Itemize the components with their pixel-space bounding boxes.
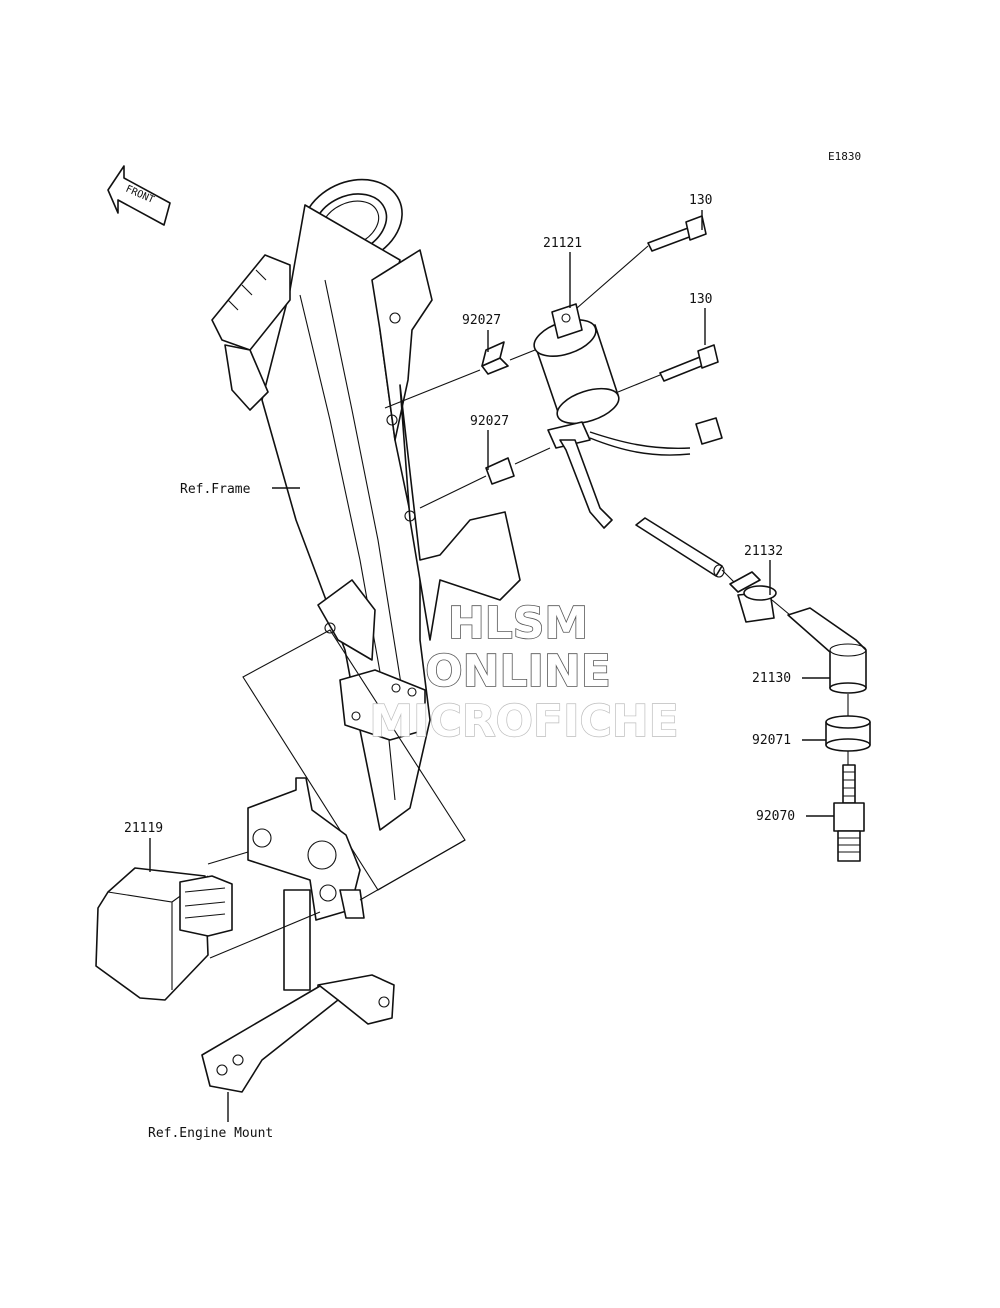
engine-mount-drawing xyxy=(201,777,395,1093)
ignition-coil-drawing xyxy=(533,303,725,578)
bolt-upper-drawing xyxy=(647,215,707,252)
spacer-lower-drawing xyxy=(485,457,515,485)
watermark-line-3: MICROFICHE xyxy=(369,696,678,747)
front-arrow-icon: FRONT xyxy=(107,165,171,226)
spark-plug-drawing xyxy=(833,764,865,862)
label-washer: 92071 xyxy=(752,733,791,748)
label-bolt-lower: 130 xyxy=(689,292,712,307)
cdi-unit-drawing xyxy=(95,867,233,1001)
spacer-upper-drawing xyxy=(481,341,509,375)
label-spacer-lower: 92027 xyxy=(470,414,509,429)
label-ref-frame: Ref.Frame xyxy=(180,482,251,497)
label-plug-seal: 21132 xyxy=(744,544,783,559)
frame-drawing xyxy=(211,178,521,831)
watermark: HLSM ONLINE MICROFICHE xyxy=(369,597,680,748)
watermark-line-1: HLSM xyxy=(448,598,588,649)
label-bolt-upper: 130 xyxy=(689,193,712,208)
label-ignition-coil: 21121 xyxy=(543,236,582,251)
bolt-lower-drawing xyxy=(659,344,719,382)
part-labels: 130 130 21121 92027 92027 21132 21130 92… xyxy=(124,193,795,1141)
label-spark-plug: 92070 xyxy=(756,809,795,824)
plug-cap-drawing xyxy=(787,607,867,694)
label-spacer-upper: 92027 xyxy=(462,313,501,328)
plug-seal-drawing xyxy=(729,571,777,623)
label-cdi-unit: 21119 xyxy=(124,821,163,836)
label-ref-engine-mount: Ref.Engine Mount xyxy=(148,1126,273,1141)
leader-lines xyxy=(149,210,849,1122)
washer-drawing xyxy=(825,715,871,752)
label-plug-cap: 21130 xyxy=(752,671,791,686)
watermark-line-2: ONLINE xyxy=(425,646,611,697)
diagram-code: E1830 xyxy=(828,150,861,163)
